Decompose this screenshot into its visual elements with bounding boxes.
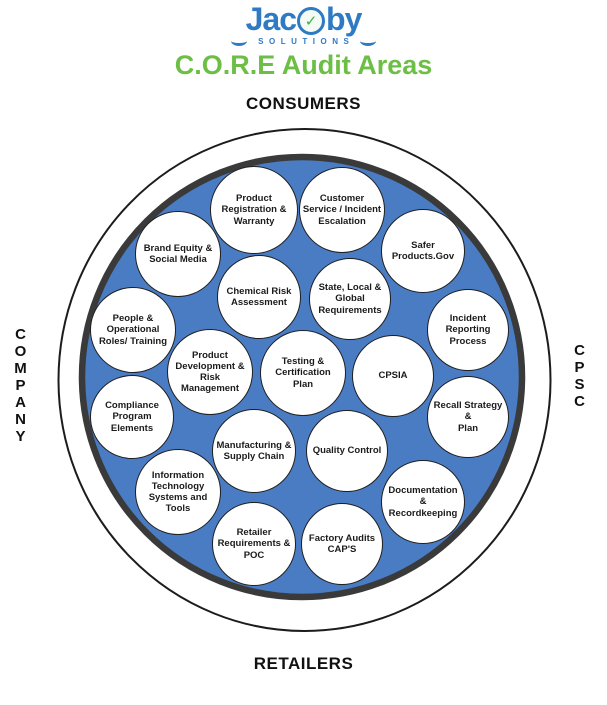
- edge-label-company: C O M P A N Y: [14, 326, 28, 445]
- jacoby-logo: Jac ✓ by: [0, 3, 607, 35]
- logo-tagline: SOLUTIONS: [0, 36, 607, 46]
- bubble-product-development-risk-management: Product Development & Risk Management: [167, 329, 253, 415]
- bubble-incident-reporting-process: Incident Reporting Process: [427, 289, 509, 371]
- bubble-retailer-requirements-poc: Retailer Requirements & POC: [212, 502, 296, 586]
- bubble-label: Compliance Program Elements: [105, 400, 159, 434]
- bubble-label: Product Registration & Warranty: [221, 193, 287, 227]
- bubble-label: Chemical Risk Assessment: [226, 285, 292, 308]
- bubble-testing-certification-plan: Testing & Certification Plan: [260, 330, 346, 416]
- bubble-label: Retailer Requirements & POC: [217, 527, 291, 561]
- bubble-label: CPSIA: [378, 370, 408, 382]
- bubble-customer-service-incident-escalation: Customer Service / Incident Escalation: [299, 167, 385, 253]
- page-title: C.O.R.E Audit Areas: [174, 50, 433, 80]
- bubble-state-local-global-requirements: State, Local & Global Requirements: [309, 258, 391, 340]
- edge-label-cpsc: C P S C: [574, 342, 586, 410]
- bubble-label: Recall Strategy & Plan: [433, 400, 503, 434]
- bubble-chemical-risk-assessment: Chemical Risk Assessment: [217, 255, 301, 339]
- check-icon: ✓: [304, 12, 318, 30]
- bubble-cpsia: CPSIA: [352, 335, 434, 417]
- edge-label-retailers: RETAILERS: [253, 654, 354, 673]
- logo-tagline-text: SOLUTIONS: [258, 36, 355, 46]
- bubble-label: Information Technology Systems and Tools: [148, 469, 208, 515]
- bubble-label: Documentation & Recordkeeping: [388, 485, 458, 519]
- logo-text-suffix: by: [326, 1, 362, 37]
- bubble-people-operational-roles-training: People & Operational Roles/ Training: [90, 287, 176, 373]
- bubble-label: State, Local & Global Requirements: [318, 282, 382, 316]
- edge-label-consumers: CONSUMERS: [245, 94, 361, 113]
- bubble-factory-audits-caps: Factory Audits CAP'S: [301, 503, 383, 585]
- bubble-label: Manufacturing & Supply Chain: [216, 439, 292, 462]
- outer-circle: [57, 128, 552, 632]
- bubble-information-technology-systems-tools: Information Technology Systems and Tools: [135, 449, 221, 535]
- bubble-safer-products-gov: Safer Products.Gov: [381, 209, 465, 293]
- bubble-documentation-recordkeeping: Documentation & Recordkeeping: [381, 460, 465, 544]
- bubble-label: Quality Control: [312, 445, 382, 457]
- bubble-label: Customer Service / Incident Escalation: [302, 193, 382, 227]
- bubble-manufacturing-supply-chain: Manufacturing & Supply Chain: [212, 409, 296, 493]
- bubble-label: Brand Equity & Social Media: [143, 242, 213, 265]
- bubble-brand-equity-social-media: Brand Equity & Social Media: [135, 211, 221, 297]
- globe-check-icon: ✓: [297, 7, 326, 35]
- bubble-label: Factory Audits CAP'S: [308, 532, 376, 555]
- bubble-label: Product Development & Risk Management: [175, 349, 245, 395]
- bubble-label: Testing & Certification Plan: [275, 356, 331, 390]
- bubble-quality-control: Quality Control: [306, 410, 388, 492]
- logo-text-prefix: Jac: [245, 1, 297, 37]
- bubble-label: People & Operational Roles/ Training: [98, 313, 168, 347]
- bubble-label: Safer Products.Gov: [391, 239, 455, 262]
- bubble-product-registration-warranty: Product Registration & Warranty: [210, 166, 298, 254]
- bubble-compliance-program-elements: Compliance Program Elements: [90, 375, 174, 459]
- bubble-recall-strategy-plan: Recall Strategy & Plan: [427, 376, 509, 458]
- bubble-label: Incident Reporting Process: [445, 313, 491, 347]
